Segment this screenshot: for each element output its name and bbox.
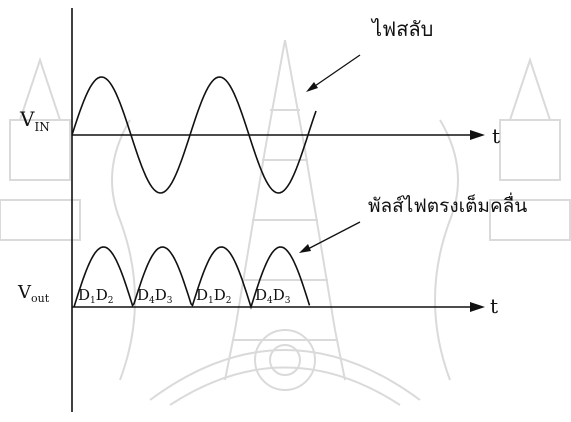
output-annotation-arrow — [299, 221, 361, 253]
input-time-axis-arrowhead — [470, 130, 485, 140]
pulse-label: D1D2 — [196, 286, 232, 306]
output-time-axis-arrowhead — [470, 302, 485, 312]
output-time-label: t — [490, 294, 498, 318]
input-voltage-label: VIN — [19, 107, 50, 134]
input-time-label: t — [492, 124, 500, 148]
temple-emblem-watermark — [0, 39, 571, 406]
output-voltage-label: Vout — [17, 282, 50, 305]
input-annotation-label: ไฟสลับ — [370, 17, 433, 41]
pulse-label: D1D2 — [78, 286, 114, 306]
pulse-label: D4D3 — [255, 286, 291, 306]
output-annotation-label: พัลส์ไฟตรงเต็มคลื่น — [368, 192, 527, 217]
output-rectified-waveform — [73, 246, 311, 310]
pulse-label: D4D3 — [137, 286, 173, 306]
input-annotation-arrow — [306, 54, 361, 92]
pulse-diode-labels: D1D2 D4D3 D1D2 D4D3 — [78, 286, 291, 306]
axes — [71, 8, 485, 412]
input-sine-waveform — [71, 76, 317, 194]
